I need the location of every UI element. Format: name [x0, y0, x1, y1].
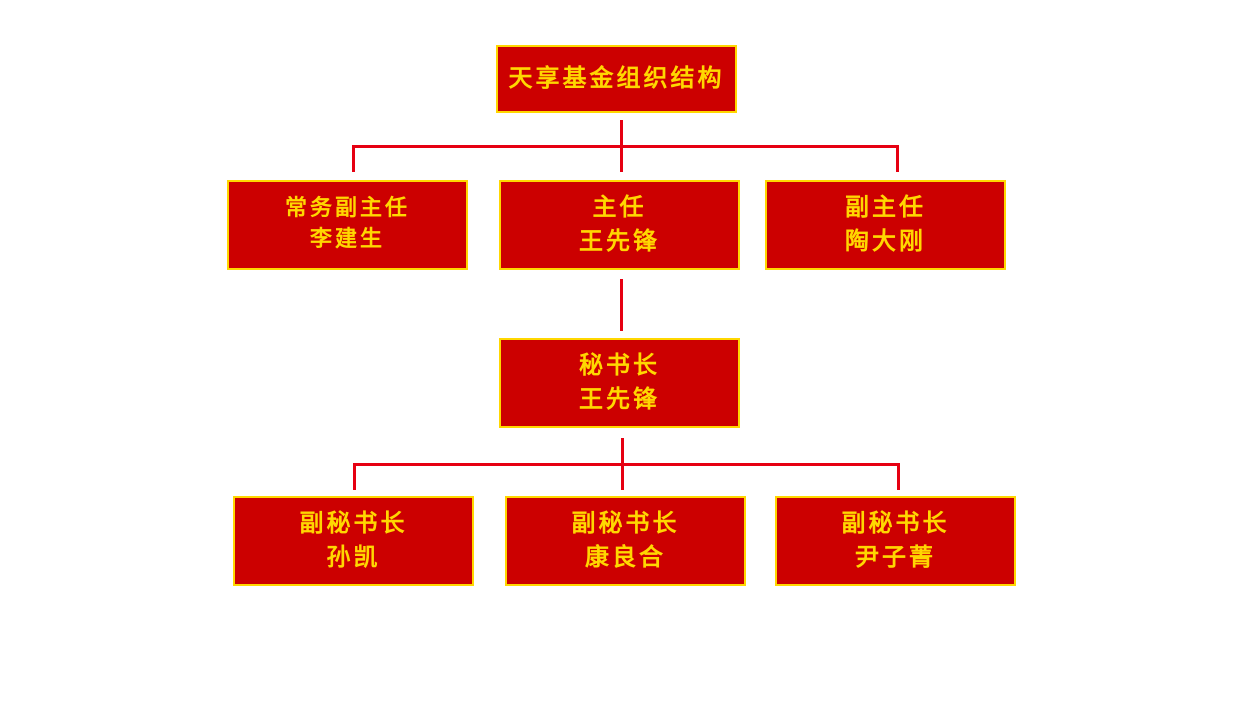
person-name: 孙凯	[326, 543, 381, 571]
org-root-box: 天享基金组织结构	[496, 45, 737, 113]
role-label: 副秘书长	[571, 509, 680, 538]
connector-director-to-secretary	[620, 279, 623, 331]
connector-deputies-horizontal	[353, 463, 900, 466]
person-name: 王先锋	[579, 227, 660, 255]
connector-deputy-right-drop	[897, 463, 900, 490]
org-box-deputy-director: 副主任 陶大刚	[765, 180, 1006, 270]
role-label: 副主任	[845, 193, 926, 222]
role-label: 主任	[592, 193, 647, 222]
person-name: 尹子菁	[855, 543, 936, 571]
role-label: 副秘书长	[299, 509, 408, 538]
connector-left-drop	[352, 145, 355, 172]
connector-leadership-horizontal	[352, 145, 899, 148]
org-box-executive-deputy-director: 常务副主任 李建生	[227, 180, 468, 270]
org-box-director: 主任 王先锋	[499, 180, 740, 270]
connector-right-drop	[896, 145, 899, 172]
role-label: 副秘书长	[841, 509, 950, 538]
org-box-deputy-secretary-3: 副秘书长 尹子菁	[775, 496, 1016, 586]
connector-deputy-left-drop	[353, 463, 356, 490]
role-label: 常务副主任	[284, 196, 410, 222]
person-name: 王先锋	[579, 385, 660, 413]
person-name: 陶大刚	[845, 227, 926, 255]
org-box-deputy-secretary-1: 副秘书长 孙凯	[233, 496, 474, 586]
person-name: 康良合	[585, 543, 666, 571]
org-box-secretary-general: 秘书长 王先锋	[499, 338, 740, 428]
role-label: 秘书长	[579, 351, 660, 380]
person-name: 李建生	[309, 227, 385, 252]
org-title: 天享基金组织结构	[508, 64, 725, 93]
org-box-deputy-secretary-2: 副秘书长 康良合	[505, 496, 746, 586]
